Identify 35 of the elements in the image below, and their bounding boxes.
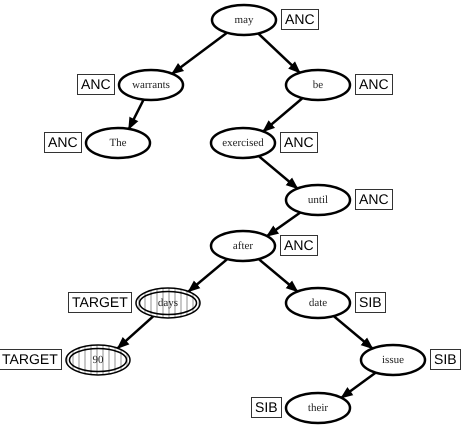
node-word: may xyxy=(234,14,254,26)
node-word: days xyxy=(158,297,178,309)
tag-label: ANC xyxy=(77,74,115,95)
node-word: their xyxy=(308,402,328,414)
node-word: until xyxy=(308,194,328,206)
arrow xyxy=(258,258,298,292)
node-word: The xyxy=(109,137,127,149)
tag-label: SIB xyxy=(251,397,282,418)
arrow xyxy=(340,372,376,399)
tag-label: TARGET xyxy=(0,349,62,370)
arrow xyxy=(257,32,301,74)
node-word: issue xyxy=(382,354,404,366)
tag-label: ANC xyxy=(281,9,319,30)
arrow xyxy=(332,315,374,350)
arrow xyxy=(258,155,298,190)
tag-label: ANC xyxy=(280,132,318,153)
tag-label: SIB xyxy=(355,292,386,313)
node-word: warrants xyxy=(132,79,170,91)
tag-label: SIB xyxy=(430,349,461,370)
tag-label: ANC xyxy=(280,235,318,256)
arrow xyxy=(128,99,145,130)
tag-label: ANC xyxy=(44,132,82,153)
arrow xyxy=(188,258,228,292)
tag-label: ANC xyxy=(355,74,393,95)
tag-label: TARGET xyxy=(68,292,132,313)
node-word: exercised xyxy=(222,137,264,149)
tag-label: ANC xyxy=(355,189,393,210)
arrow xyxy=(171,32,228,75)
node-word: be xyxy=(312,79,324,91)
arrow xyxy=(266,211,302,238)
node-word: after xyxy=(232,240,254,252)
arrow xyxy=(116,315,154,350)
arrow xyxy=(262,97,304,132)
node-word: date xyxy=(308,297,328,309)
node-word: 90 xyxy=(92,354,104,366)
